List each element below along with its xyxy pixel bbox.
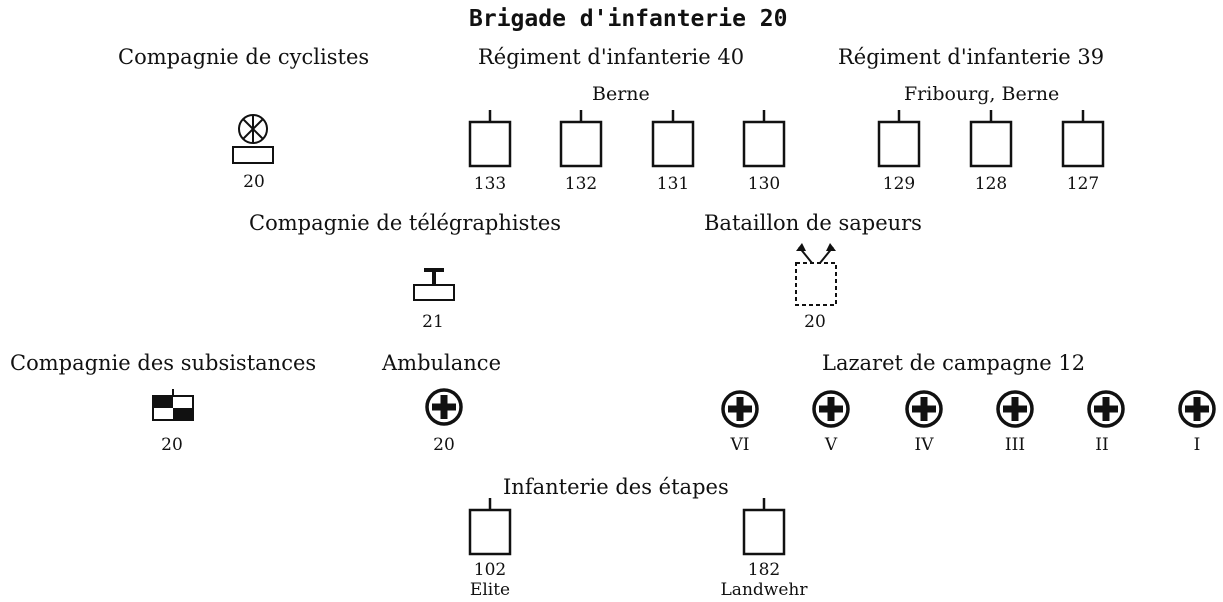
lazaret-unit-label: V: [824, 435, 838, 455]
battalion-number: 127: [1066, 174, 1100, 194]
page-title: Brigade d'infanterie 20: [469, 6, 788, 32]
stages-unit-class: Elite: [469, 580, 511, 600]
checkered-flag-icon: [150, 388, 196, 424]
regiment39-label: Régiment d'infanterie 39: [838, 45, 1105, 69]
stages-unit-class: Landwehr: [720, 580, 808, 600]
lazaret-unit-label: I: [1193, 435, 1201, 455]
regiment40-label: Régiment d'infanterie 40: [478, 45, 745, 69]
subsistence-number: 20: [161, 435, 183, 455]
subsistence-label: Compagnie des subsistances: [10, 351, 317, 375]
battalion-number: 133: [473, 174, 507, 194]
sappers-label: Bataillon de sapeurs: [704, 211, 922, 235]
infantry-battalion-icon: [877, 108, 921, 168]
cyclists-number: 20: [243, 172, 265, 192]
cyclists-label: Compagnie de cyclistes: [118, 45, 370, 69]
circled-cross-icon: [719, 388, 761, 430]
infantry-battalion-icon: [651, 108, 695, 168]
battalion-number: 129: [882, 174, 916, 194]
lazaret-unit-label: IV: [914, 435, 934, 455]
circled-cross-icon: [1176, 388, 1218, 430]
stages-label: Infanterie des étapes: [503, 475, 729, 499]
infantry-battalion-icon: [742, 496, 786, 556]
ambulance-number: 20: [433, 435, 455, 455]
battalion-number: 130: [747, 174, 781, 194]
circled-cross-icon: [1085, 388, 1127, 430]
infantry-battalion-icon: [559, 108, 603, 168]
telegraph-label: Compagnie de télégraphistes: [249, 211, 562, 235]
infantry-battalion-icon: [742, 108, 786, 168]
lazaret-label: Lazaret de campagne 12: [822, 351, 1086, 375]
circled-cross-icon: [810, 388, 852, 430]
lazaret-unit-label: II: [1095, 435, 1109, 455]
infantry-battalion-icon: [468, 108, 512, 168]
regiment39-place: Fribourg, Berne: [904, 83, 1060, 105]
ambulance-label: Ambulance: [382, 351, 501, 375]
lazaret-unit-label: VI: [730, 435, 750, 455]
telegraph-number: 21: [422, 312, 444, 332]
infantry-battalion-icon: [468, 496, 512, 556]
crossed-flags-icon: [793, 241, 839, 307]
stages-unit-number: 182: [747, 560, 781, 580]
stages-unit-number: 102: [473, 560, 507, 580]
circled-cross-icon: [903, 388, 945, 430]
circled-cross-icon: [994, 388, 1036, 430]
lazaret-unit-label: III: [1004, 435, 1026, 455]
regiment40-place: Berne: [592, 83, 650, 105]
sappers-number: 20: [804, 312, 826, 332]
circled-cross-icon: [423, 386, 465, 428]
battalion-number: 131: [656, 174, 690, 194]
bicycle-wheel-icon: [229, 112, 279, 166]
telegraph-icon: [411, 267, 457, 303]
infantry-battalion-icon: [1061, 108, 1105, 168]
battalion-number: 128: [974, 174, 1008, 194]
infantry-battalion-icon: [969, 108, 1013, 168]
battalion-number: 132: [564, 174, 598, 194]
